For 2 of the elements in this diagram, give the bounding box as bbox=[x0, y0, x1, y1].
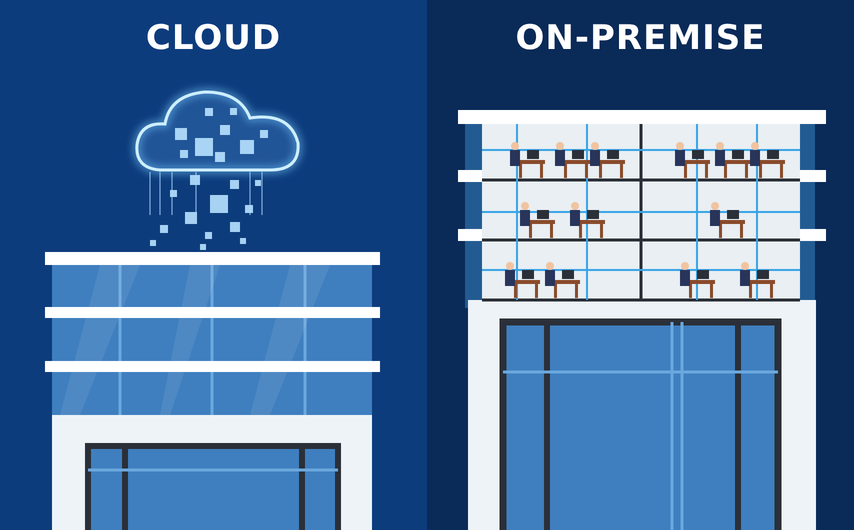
heading: ON-PREMISE bbox=[516, 18, 766, 58]
heading: CLOUD bbox=[146, 18, 282, 58]
